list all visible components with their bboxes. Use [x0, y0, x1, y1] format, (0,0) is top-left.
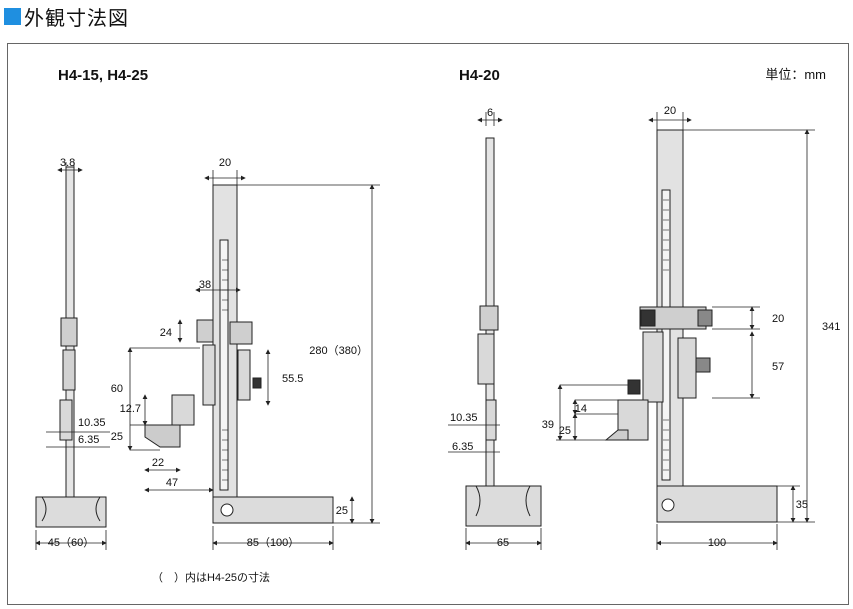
model-title-left: H4-15, H4-25 — [58, 67, 148, 84]
left-front-top-width: 20 — [219, 157, 231, 169]
left-base-width: 45（60） — [48, 536, 94, 549]
left-front-38: 38 — [199, 279, 211, 291]
left-front-base-h: 25 — [336, 505, 348, 517]
right-front-20: 20 — [772, 313, 784, 325]
right-side-10-35: 10.35 — [450, 412, 478, 424]
right-front-top-width: 20 — [664, 105, 676, 117]
header-square-icon — [4, 7, 21, 25]
left-front-47: 47 — [166, 477, 178, 489]
left-front-12-7: 12.7 — [120, 403, 141, 415]
left-front-25: 25 — [111, 431, 123, 443]
right-front-base-w: 100 — [708, 537, 726, 549]
left-side-10-35: 10.35 — [78, 417, 106, 429]
right-front-39: 39 — [542, 419, 554, 431]
right-side-view — [465, 137, 542, 527]
left-side-view — [35, 166, 107, 528]
left-front-base-w: 85（100） — [247, 536, 300, 549]
right-front-base-h: 35 — [796, 499, 808, 511]
footnote: （ ）内はH4-25の寸法 — [152, 570, 270, 584]
model-title-right: H4-20 — [459, 67, 500, 84]
left-front-60: 60 — [111, 383, 123, 395]
right-front-view — [604, 129, 778, 523]
section-header: 外観寸法図 — [4, 3, 129, 30]
right-base-width: 65 — [497, 537, 509, 549]
left-side-6-35: 6.35 — [78, 434, 99, 446]
drawing-frame — [7, 43, 849, 605]
right-front-57: 57 — [772, 361, 784, 373]
unit-label: 単位：mm — [765, 67, 826, 82]
left-front-24: 24 — [160, 327, 172, 339]
left-front-height: 280（380） — [309, 344, 368, 357]
left-front-55-5: 55.5 — [282, 373, 303, 385]
right-front-14: 14 — [575, 403, 587, 415]
right-front-25: 25 — [559, 425, 571, 437]
right-front-height: 341 — [822, 321, 840, 333]
left-side-width: 3.8 — [60, 157, 75, 169]
right-side-width: 6 — [487, 107, 493, 119]
left-front-view — [144, 184, 334, 524]
right-side-6-35: 6.35 — [452, 441, 473, 453]
page-title: 外観寸法図 — [24, 5, 129, 30]
left-front-22: 22 — [152, 457, 164, 469]
